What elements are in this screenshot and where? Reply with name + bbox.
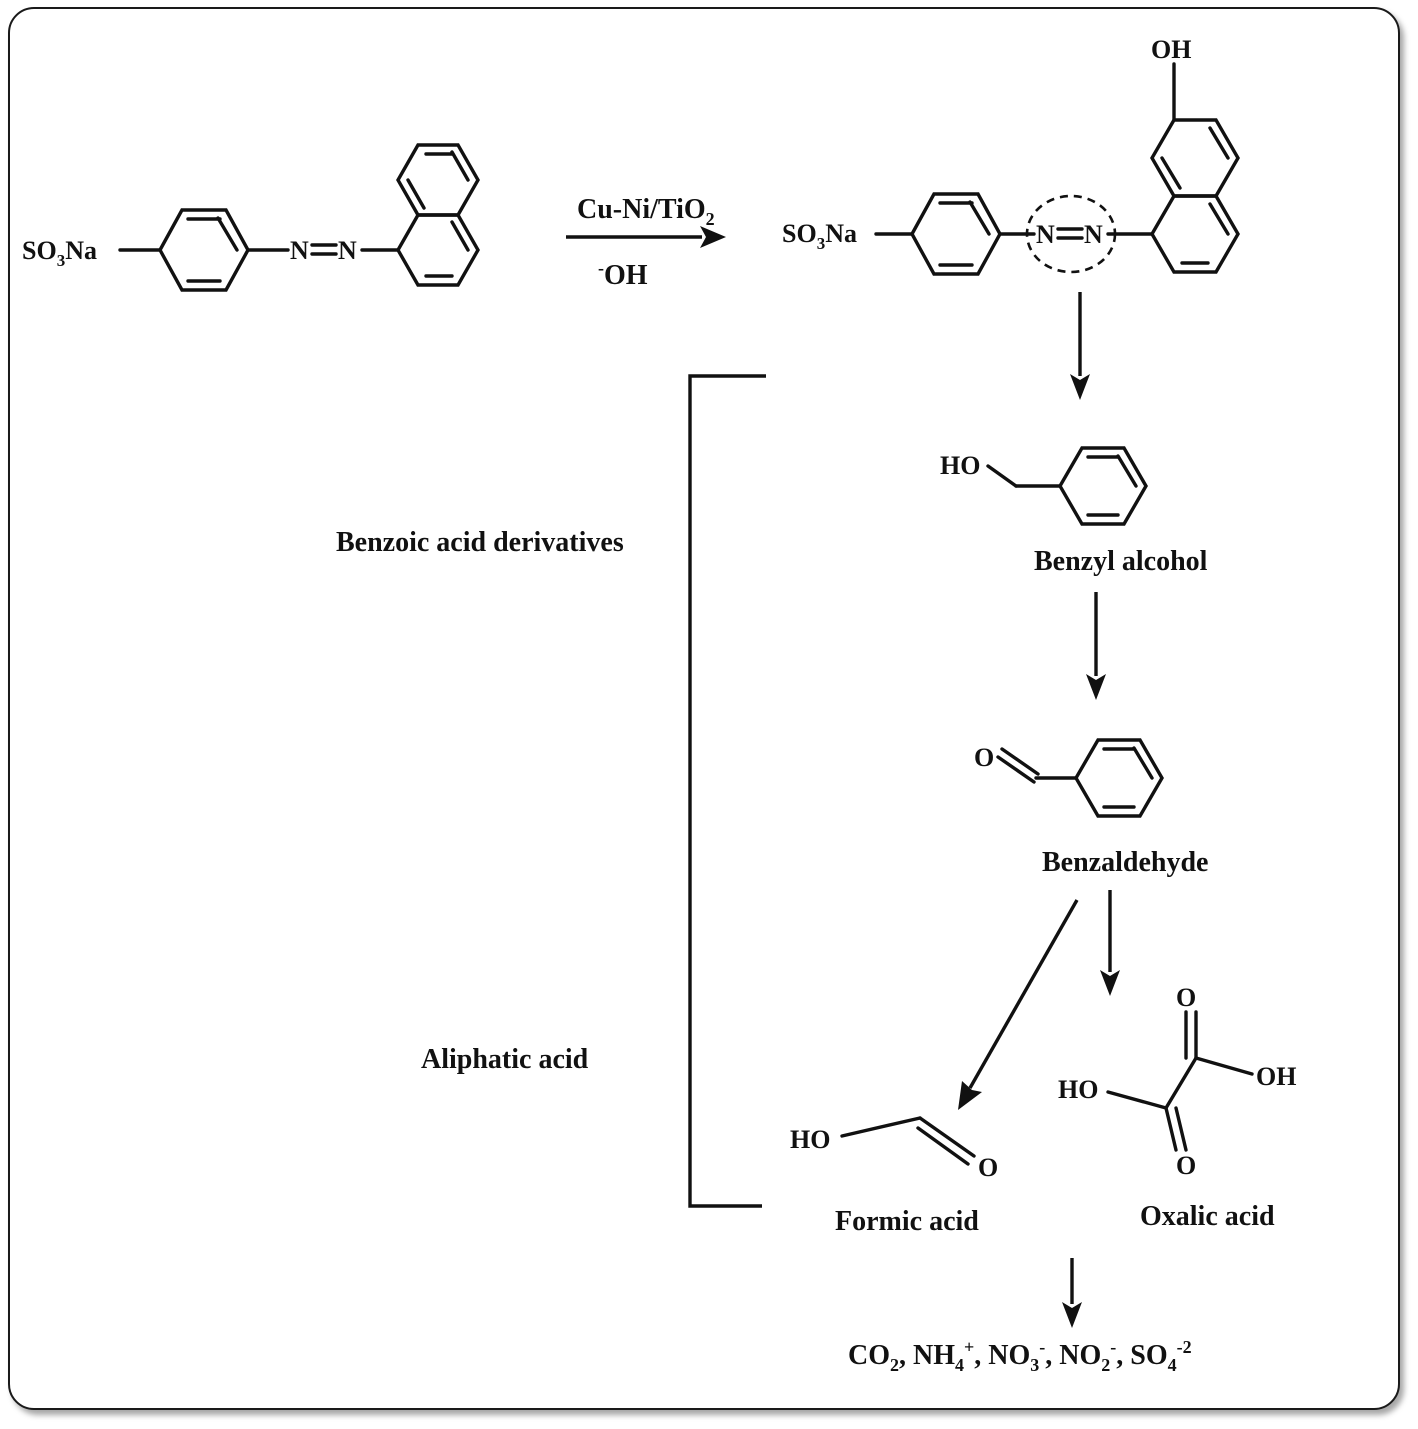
- mineralization-products: CO2, NH4+, NO3-, NO2-, SO4-2: [848, 1337, 1192, 1375]
- group-bracket: [688, 374, 766, 1208]
- hydroxyl-radical-label: -OH: [598, 258, 648, 291]
- oh-label: OH: [1151, 35, 1191, 64]
- hydroxy-naphthalene-ring: [1150, 62, 1240, 274]
- azo-n2-intermediate: N: [1084, 220, 1103, 249]
- reaction-arrow: Cu-Ni/TiO2 -OH: [566, 194, 726, 291]
- azo-n1-intermediate: N: [1036, 220, 1055, 249]
- svg-text:O: O: [974, 743, 994, 772]
- arrow-to-benzyl-alcohol: [1070, 292, 1090, 400]
- aliphatic-acid-label: Aliphatic acid: [421, 1044, 589, 1075]
- benzene-ring: [158, 208, 250, 292]
- azo-n1: N: [290, 236, 309, 265]
- svg-text:O: O: [978, 1153, 998, 1182]
- benzoic-acid-derivatives-label: Benzoic acid derivatives: [336, 527, 624, 558]
- svg-text:HO: HO: [790, 1125, 830, 1154]
- naphthalene-ring: [396, 143, 480, 287]
- svg-text:O: O: [1176, 983, 1196, 1012]
- oxalic-acid-molecule: O OH HO O: [1058, 983, 1296, 1180]
- arrow-to-final-products: [1062, 1258, 1082, 1328]
- oxalic-acid-label: Oxalic acid: [1140, 1201, 1275, 1232]
- svg-text:HO: HO: [1058, 1075, 1098, 1104]
- arrow-to-benzaldehyde: [1086, 592, 1106, 700]
- benzyl-alcohol-molecule: HO: [940, 446, 1148, 526]
- so3na-label-right: SO3Na: [782, 219, 857, 253]
- benzaldehyde-label: Benzaldehyde: [1042, 847, 1208, 878]
- svg-text:OH: OH: [1256, 1062, 1296, 1091]
- arrow-to-formic-acid: [958, 899, 1079, 1110]
- so3na-label-left: SO3Na: [22, 236, 97, 270]
- formic-acid-label: Formic acid: [835, 1206, 979, 1237]
- svg-text:O: O: [1176, 1151, 1196, 1180]
- hydroxylated-intermediate: SO3Na N N OH: [782, 35, 1240, 276]
- svg-text:HO: HO: [940, 451, 980, 480]
- catalyst-label: Cu-Ni/TiO2: [577, 194, 715, 229]
- benzaldehyde-molecule: O: [974, 738, 1164, 818]
- benzyl-alcohol-label: Benzyl alcohol: [1034, 546, 1208, 577]
- formic-acid-molecule: HO O: [790, 1116, 998, 1182]
- reactant-molecule: SO3Na N N: [22, 143, 480, 292]
- arrow-to-oxalic-acid: [1100, 890, 1120, 996]
- azo-n2: N: [338, 236, 357, 265]
